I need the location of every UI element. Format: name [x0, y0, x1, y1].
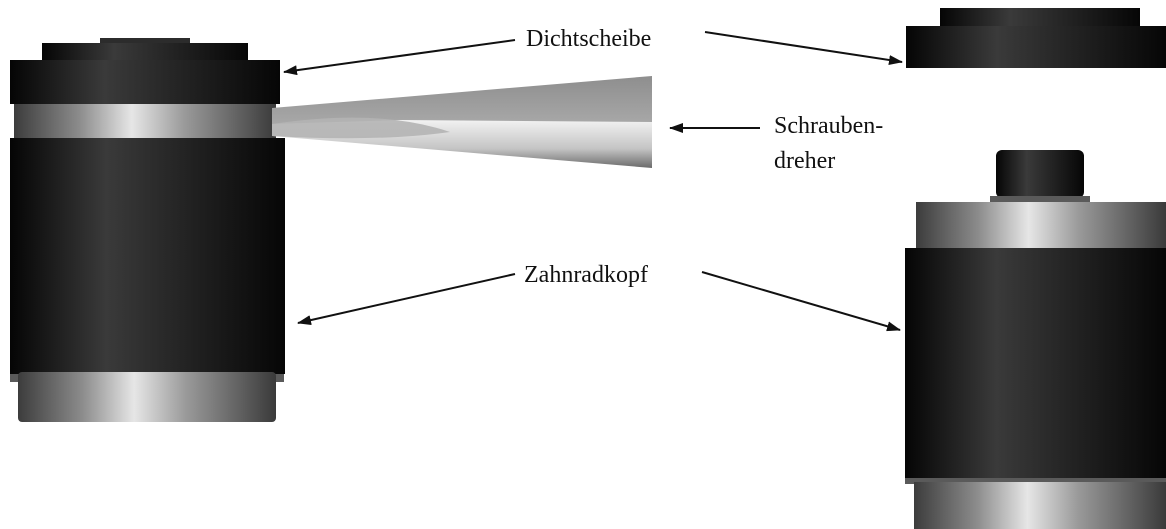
right-gear-head-assembly: [905, 150, 1166, 529]
screwdriver-tip-highlight: [272, 117, 450, 139]
left-main-body: [10, 138, 285, 374]
label-dichtscheibe: Dichtscheibe: [526, 26, 651, 52]
label-zahnradkopf: Zahnradkopf: [524, 262, 648, 288]
left-top-knob: [100, 38, 190, 46]
arrow-dichtscheibe-right: [704, 31, 903, 65]
right-seal-disk-assembly: [906, 8, 1166, 68]
right-knob-base: [990, 196, 1090, 202]
arrow-dichtscheibe-left: [283, 39, 516, 76]
arrow-zahnradkopf-left: [297, 273, 516, 326]
left-upper-washer: [42, 43, 248, 61]
right-seal-disk-knob: [940, 8, 1140, 26]
right-metal-ring-top: [916, 202, 1166, 248]
screwdriver-blade-top: [272, 76, 652, 124]
left-gear-head-assembly: [10, 38, 285, 422]
callout-arrows: [283, 31, 903, 332]
label-schraubendreher-line2: dreher: [774, 148, 835, 174]
right-top-knob: [996, 150, 1084, 198]
right-metal-ring-bottom: [914, 482, 1166, 529]
label-schraubendreher-line1: Schrauben-: [774, 113, 883, 139]
left-metal-ring-top: [14, 104, 276, 138]
arrow-zahnradkopf-right: [701, 271, 901, 332]
left-metal-ring-bottom: [18, 372, 276, 422]
right-seal-disk: [906, 26, 1166, 68]
right-main-body: [905, 248, 1166, 480]
left-seal-disk: [10, 60, 280, 104]
screwdriver: [272, 76, 652, 168]
right-bottom-flange: [905, 478, 1166, 484]
